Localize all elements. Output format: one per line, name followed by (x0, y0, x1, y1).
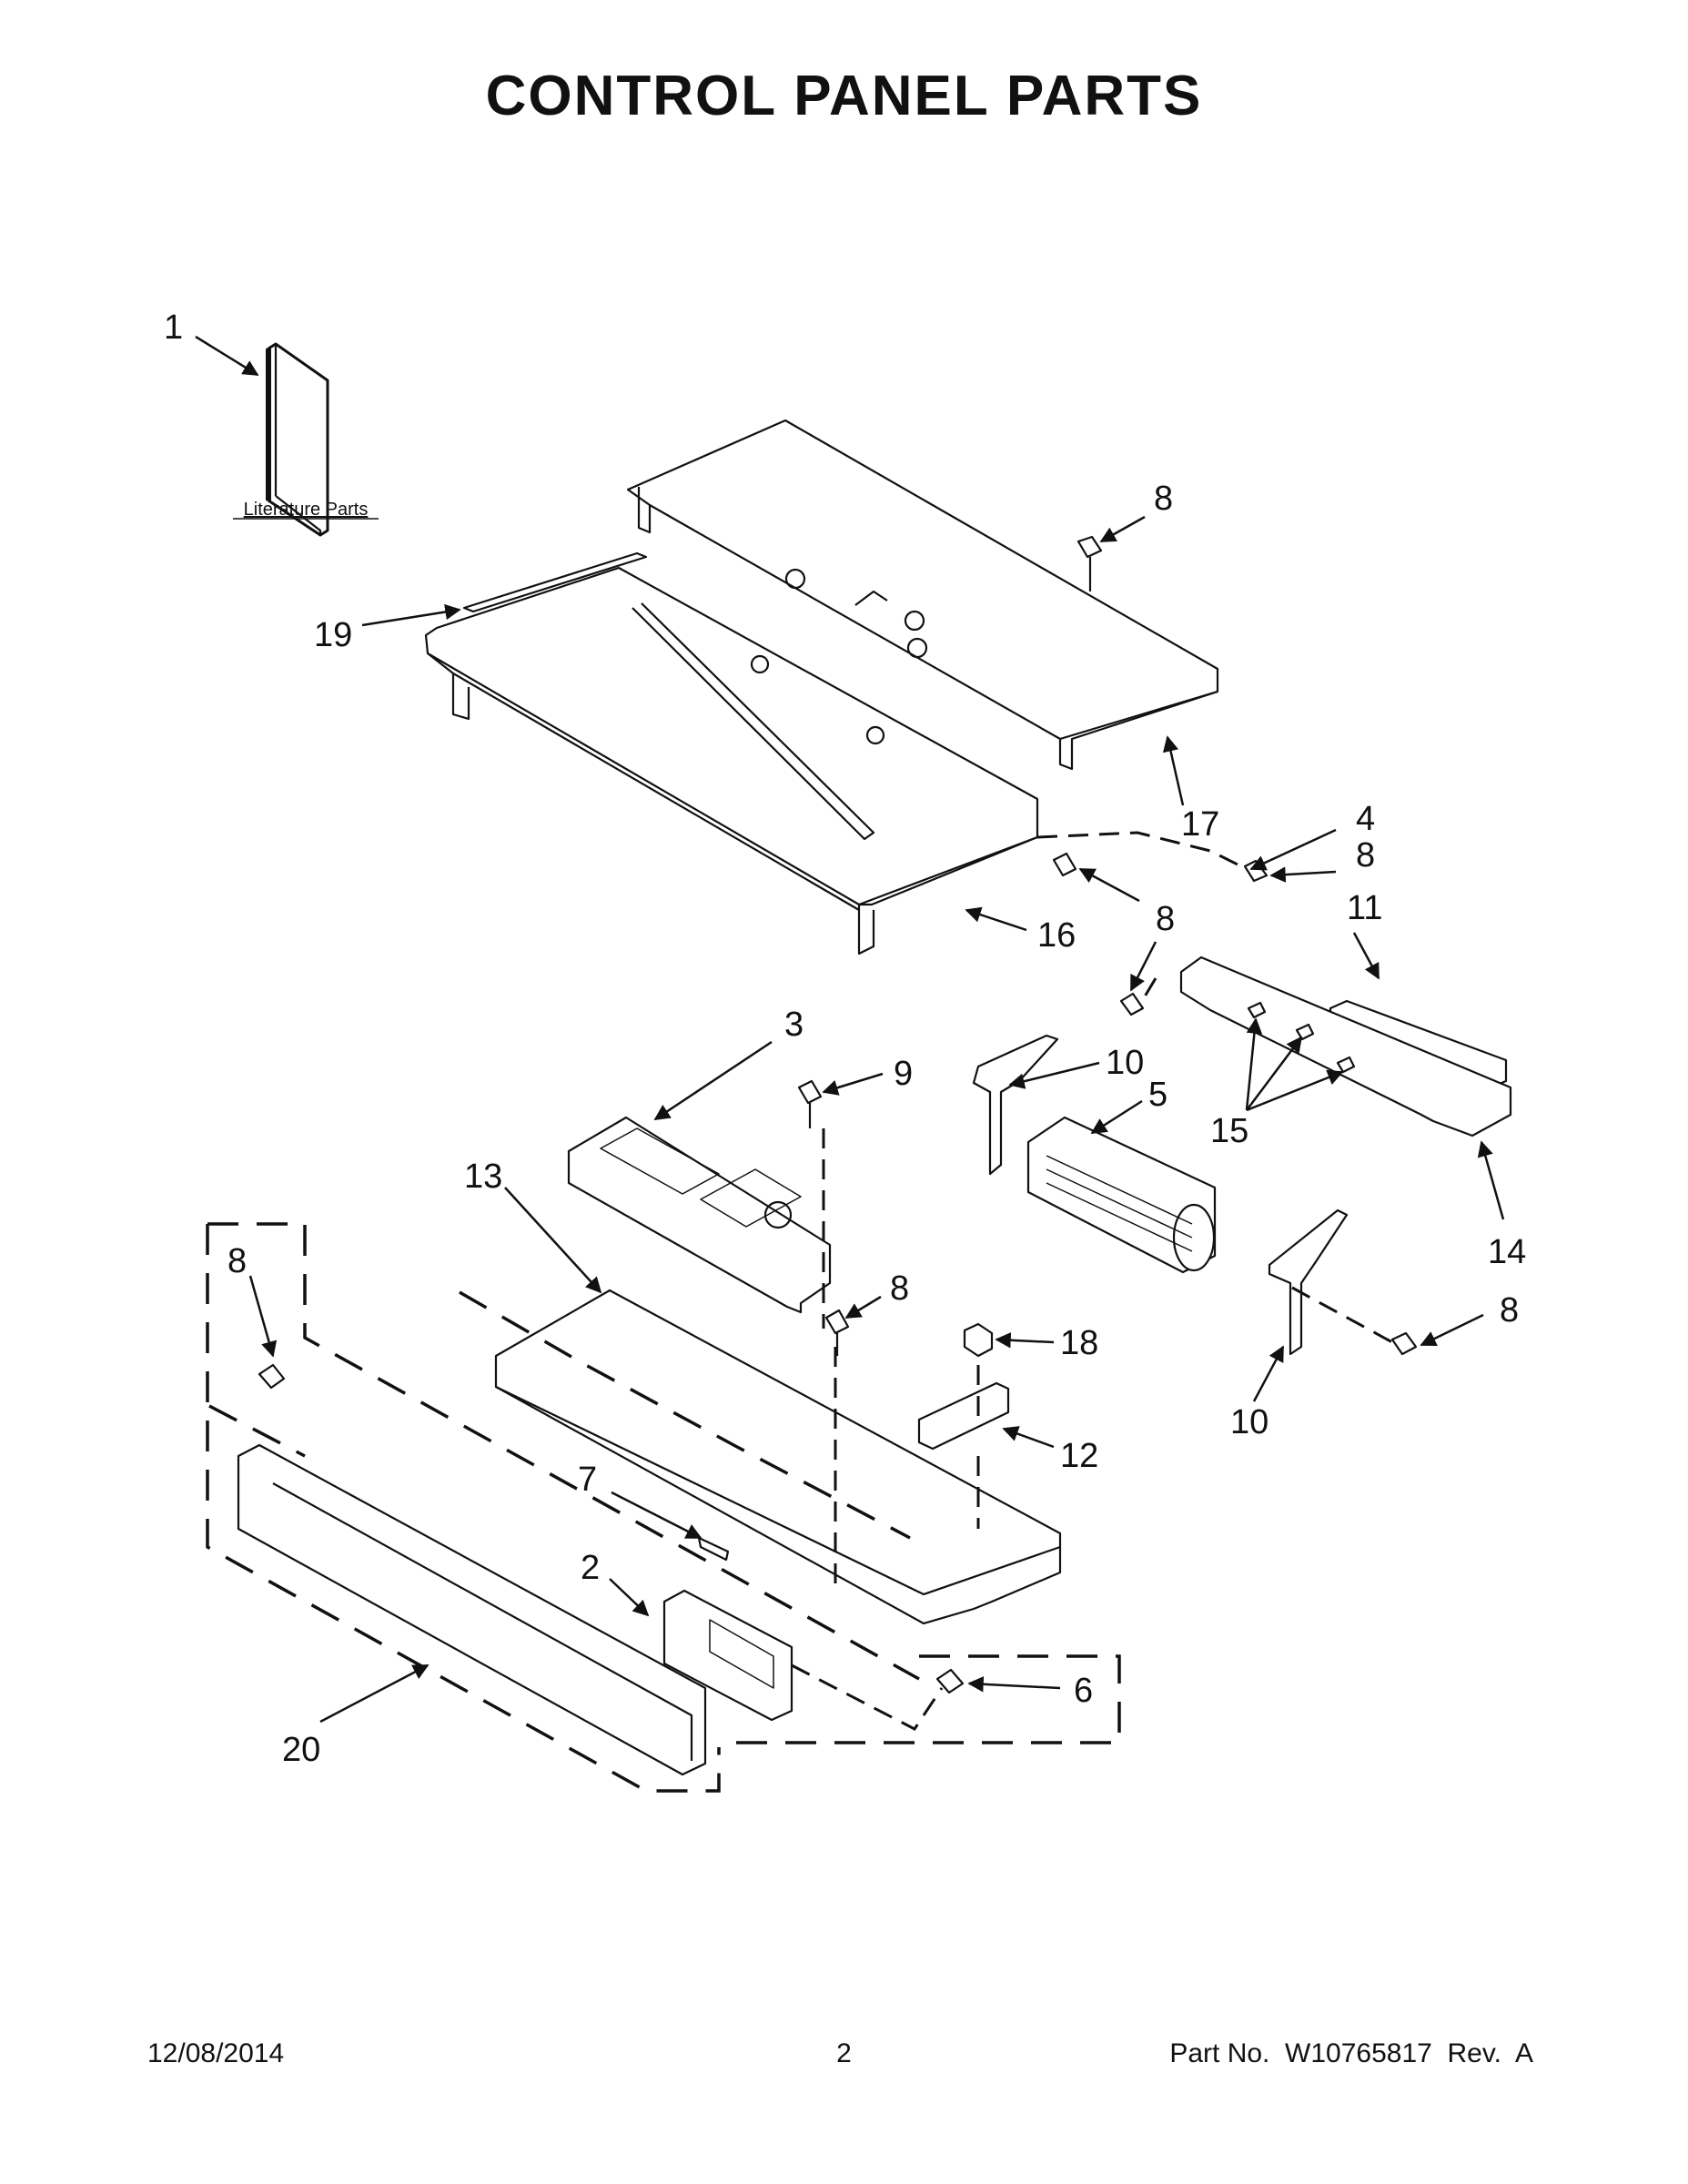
callout-8: 8 (1154, 480, 1173, 518)
callout-3: 3 (784, 1006, 804, 1044)
fan-bracket-right-part (1268, 1208, 1349, 1356)
callout-arrow-1 (195, 335, 259, 377)
callout-18: 18 (1060, 1324, 1098, 1362)
literature-caption: Literature Parts (244, 500, 369, 520)
callout-12: 12 (1060, 1437, 1098, 1475)
callout-15: 15 (1210, 1112, 1248, 1150)
callout-arrow-19 (361, 603, 461, 627)
callout-arrow-3 (653, 1040, 773, 1121)
callout-13: 13 (464, 1158, 502, 1196)
screw-parts (258, 535, 1418, 1694)
bracket-part (1179, 956, 1512, 1138)
page-title: CONTROL PANEL PARTS (485, 65, 1203, 127)
callout-arrow-10b (1252, 1345, 1285, 1402)
callout-arrow-8g (1420, 1313, 1484, 1347)
fan-bracket-left-part (972, 1034, 1059, 1176)
callout-19: 19 (314, 616, 352, 654)
callout-10: 10 (1230, 1403, 1269, 1441)
upper-cover-panel-part (626, 419, 1219, 771)
callout-17: 17 (1181, 805, 1219, 844)
terminal-block-part (917, 1381, 1010, 1451)
callout-7: 7 (578, 1461, 597, 1499)
callout-arrow-15c (1246, 1069, 1344, 1112)
callout-20: 20 (282, 1731, 320, 1769)
callout-8: 8 (1356, 836, 1375, 875)
callout-6: 6 (1074, 1672, 1093, 1710)
callout-arrow-8e (248, 1275, 278, 1358)
callout-arrow-11 (1352, 932, 1380, 980)
callout-14: 14 (1488, 1233, 1526, 1271)
callout-8: 8 (1500, 1291, 1519, 1330)
footer-page-number: 2 (836, 2038, 852, 2068)
ui-board-part (662, 1589, 793, 1722)
control-board-part (567, 1116, 832, 1314)
callout-9: 9 (894, 1055, 913, 1093)
callout-arrow-2 (609, 1578, 650, 1617)
callout-arrow-13 (504, 1187, 602, 1294)
callout-arrow-8c (1078, 867, 1140, 903)
callout-arrow-15b (1246, 1036, 1303, 1111)
blower-fan-part (1026, 1116, 1217, 1274)
callout-arrow-7 (611, 1491, 702, 1540)
callout-2: 2 (581, 1549, 600, 1587)
callout-11: 11 (1347, 889, 1382, 927)
callout-arrow-5 (1090, 1099, 1143, 1135)
callout-arrow-9 (822, 1072, 884, 1096)
base-plate-part (494, 1289, 1062, 1625)
callout-8: 8 (1156, 900, 1175, 938)
clip-part (697, 1536, 730, 1562)
callout-8: 8 (227, 1242, 247, 1280)
callout-arrow-12 (1002, 1426, 1055, 1449)
callout-arrow-17 (1162, 735, 1185, 806)
callout-arrow-10a (1008, 1061, 1100, 1089)
callout-arrow-4 (1249, 828, 1337, 871)
front-trim-part (237, 1443, 707, 1776)
callout-arrow-16 (965, 906, 1027, 932)
callout-arrow-8b (1269, 866, 1337, 883)
callout-arrow-14 (1477, 1140, 1505, 1220)
callout-8: 8 (890, 1269, 909, 1308)
footer-part-number: Part No. W10765817 Rev. A (1169, 2038, 1533, 2068)
callout-arrow-8d (1129, 941, 1157, 992)
callout-arrow-18 (995, 1332, 1055, 1349)
pin-parts (1247, 1001, 1356, 1074)
callout-4: 4 (1356, 800, 1375, 838)
callout-16: 16 (1037, 916, 1076, 955)
callout-arrow-8f (844, 1295, 882, 1320)
callout-arrow-20 (319, 1663, 430, 1724)
literature-booklet-part (266, 342, 329, 537)
callout-10: 10 (1106, 1044, 1144, 1082)
callout-arrow-6 (967, 1676, 1061, 1693)
callout-1: 1 (164, 308, 183, 347)
main-enclosure-part (424, 551, 1039, 956)
callout-arrow-15a (1245, 1017, 1263, 1111)
callout-arrow-8a (1099, 515, 1146, 543)
callout-5: 5 (1148, 1076, 1167, 1114)
footer-date: 12/08/2014 (147, 2038, 285, 2068)
